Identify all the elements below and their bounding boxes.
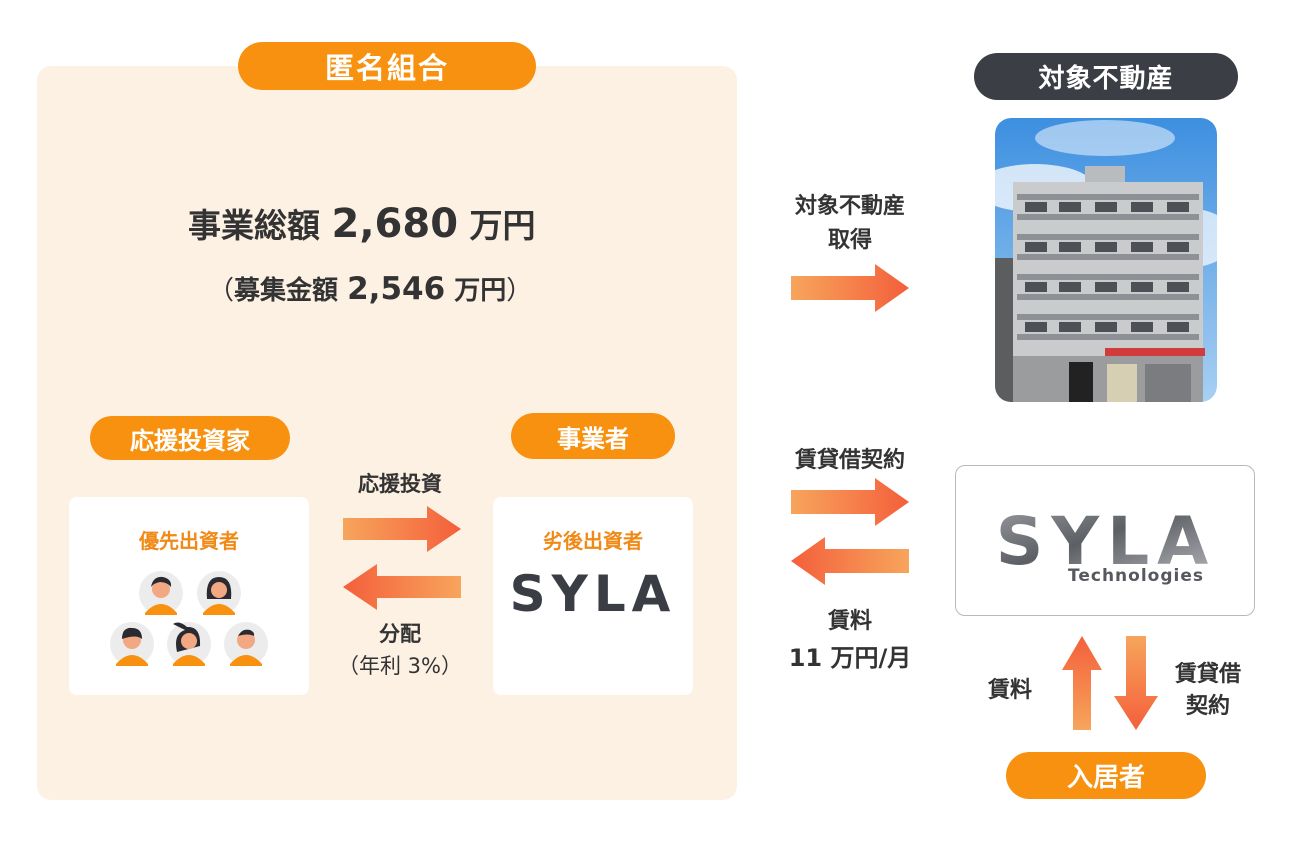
operator-card-title: 劣後出資者: [543, 529, 643, 553]
total-amount: 事業総額 2,680 万円: [188, 199, 588, 247]
arrow-icon: [791, 478, 909, 526]
building-photo: [995, 118, 1217, 402]
person-avatar-icon: [197, 571, 241, 615]
lease-rent-label: 賃料: [827, 609, 872, 634]
raise-amount: （募集金額 2,546 万円）: [208, 270, 568, 307]
tenant-pill: 入居者: [1006, 752, 1206, 799]
arrow-icon: [791, 264, 909, 312]
tenant-contract-line1: 賃貸借: [1174, 662, 1241, 687]
tenant-contract-line2: 契約: [1185, 694, 1230, 719]
person-avatar-icon: [167, 622, 211, 666]
raise-unit: 万円: [454, 276, 507, 306]
raise-prefix: 募集金額: [234, 276, 339, 306]
total-unit: 万円: [469, 206, 536, 245]
property-pill: 対象不動産: [974, 53, 1238, 100]
lease-rent-value: 11 万円/月: [788, 644, 912, 672]
investor-avatars: [110, 571, 268, 666]
acquire-line2: 取得: [827, 228, 872, 253]
kumiai-pill: 匿名組合: [238, 42, 536, 90]
arrow-icon: [343, 564, 461, 610]
total-prefix: 事業総額: [188, 206, 320, 245]
raise-open: （: [208, 276, 235, 306]
investor-pill-label: 応援投資家: [130, 426, 250, 455]
property-pill-label: 対象不動産: [1038, 64, 1174, 94]
syla-tech-sub: Technologies: [1068, 566, 1204, 586]
arrow-icon: [1114, 636, 1158, 730]
tenant-pill-label: 入居者: [1066, 763, 1145, 793]
raise-close: ）: [506, 276, 533, 306]
person-avatar-icon: [110, 622, 154, 666]
dist-label: 分配: [379, 622, 421, 646]
syla-tech-logo-text: SYLA: [996, 503, 1216, 580]
arrow-icon: [1062, 636, 1102, 730]
person-avatar-icon: [139, 571, 183, 615]
operator-pill-label: 事業者: [557, 424, 629, 453]
person-avatar-icon: [224, 622, 268, 666]
investor-pill: 応援投資家: [90, 416, 290, 460]
syla-logo: SYLA: [509, 565, 677, 623]
dist-note: （年利 3%）: [338, 654, 462, 678]
raise-value: 2,546: [347, 271, 446, 307]
total-value: 2,680: [331, 201, 459, 247]
arrow-icon: [791, 537, 909, 585]
invest-label: 応援投資: [358, 472, 442, 496]
syla-tech-logo: SYLA: [996, 503, 1216, 580]
syla-tech-card: SYLA Technologies: [955, 465, 1255, 616]
operator-card: 劣後出資者 SYLA: [493, 497, 693, 695]
arrow-icon: [343, 506, 461, 552]
investor-card: 優先出資者: [69, 497, 309, 695]
kumiai-label: 匿名組合: [324, 51, 449, 85]
investor-card-title: 優先出資者: [139, 529, 239, 553]
operator-pill: 事業者: [511, 413, 675, 459]
tenant-rent-label: 賃料: [987, 678, 1032, 703]
lease-label: 賃貸借契約: [794, 448, 905, 473]
acquire-line1: 対象不動産: [794, 194, 905, 219]
